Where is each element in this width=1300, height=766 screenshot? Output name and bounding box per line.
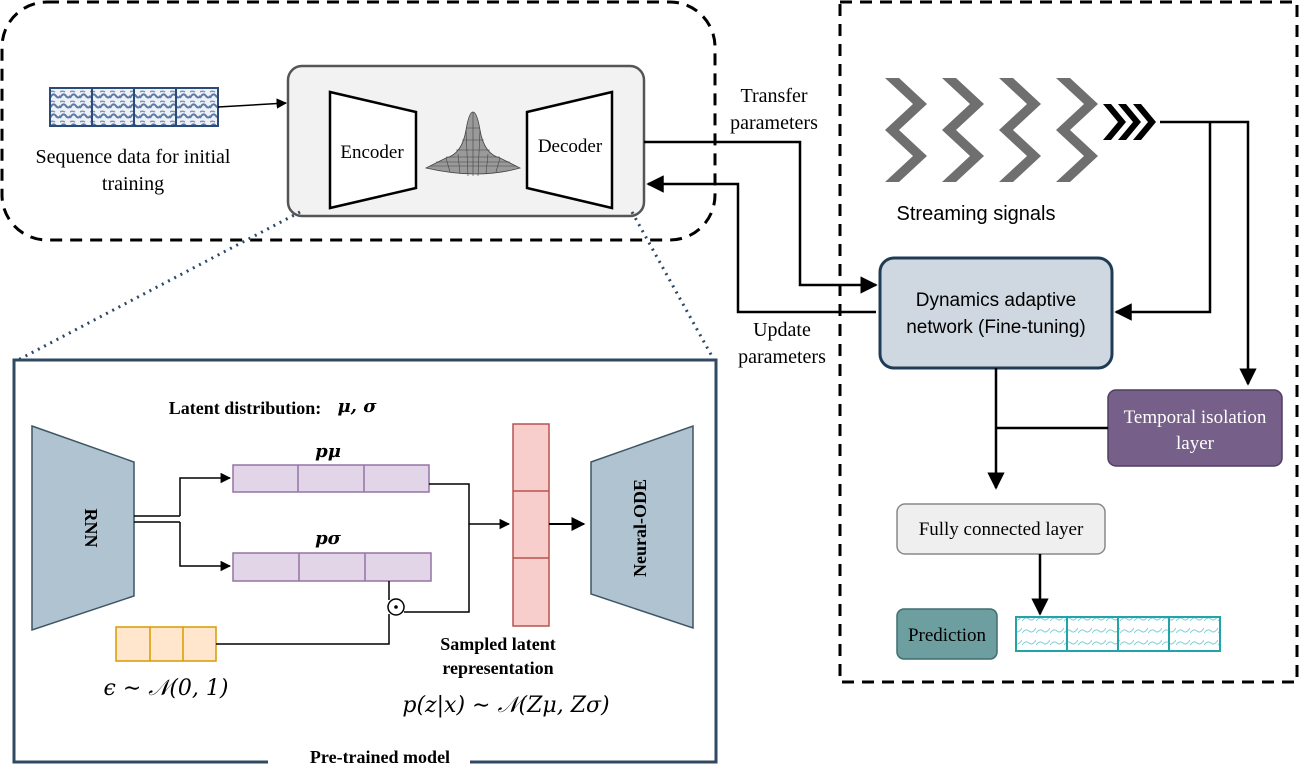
rnn-to-psigma-arrow — [179, 522, 232, 572]
p-sigma-label: pσ — [315, 528, 342, 549]
posterior-formula: p(z|x) ∼ 𝒩(Zμ, Zσ) — [402, 693, 609, 718]
prediction-label: Prediction — [908, 625, 987, 646]
sequence-data-block — [49, 87, 219, 127]
streaming-signal-icons — [885, 78, 1098, 182]
decoder-shape — [525, 90, 614, 210]
epsilon-formula: ϵ ∼ 𝒩(0, 1) — [104, 676, 229, 701]
neural-ode-shape — [590, 424, 694, 630]
dynamics-adaptive-network — [878, 256, 1114, 370]
prediction-output-block — [1015, 616, 1221, 652]
temporal-label-line2: layer — [1176, 433, 1215, 454]
transfer-label-line2: parameters — [730, 112, 818, 134]
neural-ode-label: Neural-ODE — [630, 479, 650, 577]
rnn-label: RNN — [81, 509, 101, 548]
streaming-label: Streaming signals — [897, 203, 1056, 225]
encoder-label: Encoder — [340, 142, 404, 163]
p-sigma-vector — [232, 552, 432, 582]
chevrons-icon — [1103, 104, 1156, 140]
gaussian-surface-icon — [424, 111, 522, 177]
fully-connected-layer — [896, 503, 1106, 555]
zoom-line-right — [630, 211, 716, 361]
sequence-caption-line1: Sequence data for initial — [36, 146, 231, 168]
rnn-to-pmu-arrow — [179, 472, 232, 516]
merge-to-sampled-arrow — [429, 483, 511, 530]
dynamics-label-line1: Dynamics adaptive — [916, 290, 1077, 311]
odot-dot — [394, 605, 398, 609]
stream-to-dynamics-arrow — [1114, 122, 1212, 321]
p-mu-vector — [232, 464, 430, 493]
sampled-label-line1: Sampled latent — [440, 634, 556, 654]
transfer-parameters-arrow — [644, 140, 878, 294]
transfer-label-line1: Transfer — [740, 85, 807, 107]
stream-to-temporal-arrow — [1160, 120, 1257, 386]
sequence-caption-line2: training — [102, 173, 164, 195]
fc-label: Fully connected layer — [919, 519, 1084, 540]
initial-training-group — [0, 0, 717, 242]
odot-to-merge-line — [404, 524, 470, 613]
latent-title-math: μ, σ — [338, 396, 378, 417]
temporal-label-line1: Temporal isolation — [1124, 407, 1267, 428]
epsilon-vector — [115, 626, 217, 662]
prediction-box — [896, 608, 998, 660]
zoom-line-left — [17, 210, 301, 362]
pretrained-caption: Pre-trained model — [310, 747, 450, 766]
update-parameters-arrow — [646, 175, 876, 314]
sequence-to-model-arrow — [217, 98, 288, 109]
decoder-label: Decoder — [538, 136, 603, 157]
update-label-line1: Update — [753, 319, 811, 341]
latent-title: Latent distribution: — [169, 398, 322, 418]
pretrained-model-panel — [12, 358, 718, 764]
fine-tuning-panel — [838, 0, 1299, 684]
sampled-latent-vector — [512, 423, 550, 627]
dynamics-label-line2: network (Fine-tuning) — [906, 317, 1086, 338]
temporal-isolation-layer — [1107, 389, 1283, 467]
epsilon-to-odot-line — [216, 614, 390, 645]
p-mu-label: pμ — [315, 441, 341, 462]
rnn-shape — [31, 424, 135, 632]
encoder-shape — [328, 90, 418, 210]
sampled-label-line2: representation — [442, 658, 553, 678]
update-label-line2: parameters — [738, 346, 826, 368]
